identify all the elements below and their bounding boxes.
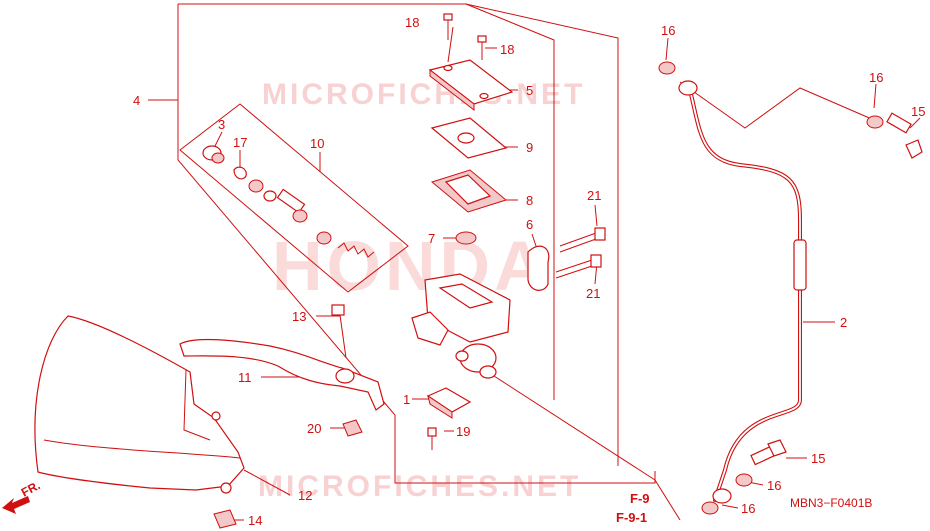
callout-17: 17 bbox=[233, 135, 247, 150]
banjo-bolt-lower bbox=[701, 439, 787, 515]
callout-19: 19 bbox=[456, 424, 470, 439]
reservoir-diaphragm bbox=[430, 169, 508, 213]
callout-18-right: 18 bbox=[500, 42, 514, 57]
callout-21-lower: 21 bbox=[586, 286, 600, 301]
callout-5: 5 bbox=[526, 83, 533, 98]
top-watermark: MICROFICHES.NET bbox=[262, 78, 585, 111]
front-direction-arrow: FR. bbox=[2, 478, 42, 514]
callout-11: 11 bbox=[238, 370, 252, 385]
callout-2: 2 bbox=[840, 315, 847, 330]
master-cylinder-body bbox=[411, 273, 511, 379]
diagram-code: MBN3−F0401B bbox=[790, 496, 872, 510]
callout-12: 12 bbox=[298, 488, 312, 503]
callout-15-lower: 15 bbox=[811, 451, 825, 466]
lever-guard bbox=[34, 315, 245, 529]
callout-9: 9 bbox=[526, 140, 533, 155]
callout-15-upper: 15 bbox=[911, 104, 925, 119]
callout-4: 4 bbox=[133, 93, 140, 108]
callout-3: 3 bbox=[218, 117, 225, 132]
brake-lever bbox=[179, 304, 385, 437]
brand-watermark: HONDA bbox=[272, 227, 549, 305]
reservoir-cap bbox=[428, 13, 514, 112]
front-direction-label: FR. bbox=[19, 478, 43, 499]
callout-20: 20 bbox=[307, 421, 321, 436]
float-ring bbox=[455, 231, 477, 245]
callout-6: 6 bbox=[526, 217, 533, 232]
reference-f9: F-9 bbox=[630, 491, 650, 506]
brake-light-switch bbox=[426, 387, 472, 450]
piston-kit-outline bbox=[179, 103, 409, 293]
reservoir-plate bbox=[430, 117, 508, 159]
piston-kit bbox=[202, 145, 375, 258]
callout-13: 13 bbox=[292, 309, 306, 324]
callout-16-top: 16 bbox=[661, 23, 675, 38]
callout-16-bottom: 16 bbox=[741, 501, 755, 516]
bottom-watermark: MICROFICHES.NET bbox=[258, 470, 581, 503]
reference-f9-1: F-9-1 bbox=[616, 510, 647, 525]
callout-14: 14 bbox=[248, 513, 262, 528]
callout-7: 7 bbox=[428, 231, 435, 246]
banjo-bolt-upper bbox=[658, 61, 923, 159]
callout-16-lower: 16 bbox=[767, 478, 781, 493]
callout-21-upper: 21 bbox=[587, 188, 601, 203]
callout-1: 1 bbox=[403, 392, 410, 407]
master-cylinder-holder bbox=[527, 227, 606, 291]
callout-16-right: 16 bbox=[869, 70, 883, 85]
callouts: 4 3 17 10 18 18 5 9 8 7 6 21 21 13 11 1 … bbox=[133, 15, 925, 528]
callout-18-upper: 18 bbox=[405, 15, 419, 30]
callout-10: 10 bbox=[310, 136, 324, 151]
callout-8: 8 bbox=[526, 193, 533, 208]
reservoir-group-outline bbox=[394, 3, 555, 470]
brake-hose bbox=[688, 88, 807, 502]
